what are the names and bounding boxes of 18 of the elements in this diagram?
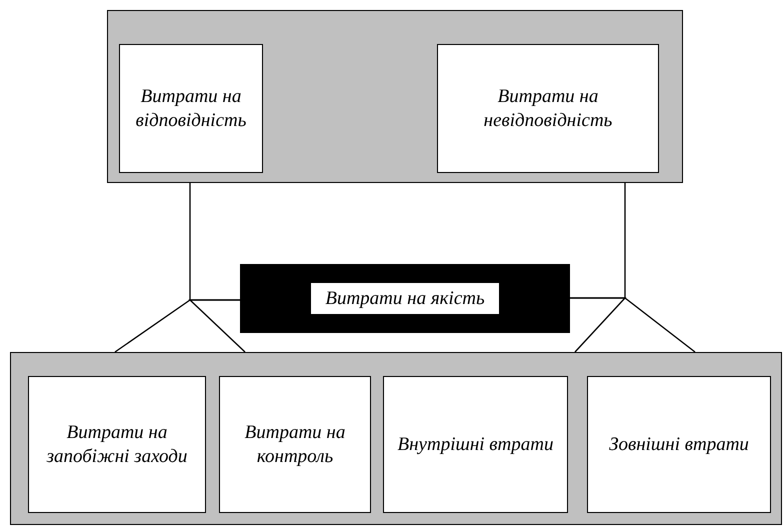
category-box [383,376,568,513]
connector-line [570,297,696,353]
node-text: Витрати на невідповідність [482,84,614,132]
category-box [28,376,206,513]
node-text: Витрати на запобіжні заходи [46,420,188,468]
category-box [437,44,659,173]
central-box [240,264,570,333]
category-box [119,44,263,173]
node-text: Внутрішні втрати [398,432,554,456]
node-text: Зовнішні втрати [609,432,749,456]
node-text: Витрати на контроль [244,420,346,468]
category-box [219,376,371,513]
group-panel [10,352,782,525]
group-panel [107,10,683,183]
node-text: Витрати на відповідність [134,84,248,132]
category-box [587,376,771,513]
title-label: Витрати на якість [311,282,499,314]
connector-line [188,299,246,352]
